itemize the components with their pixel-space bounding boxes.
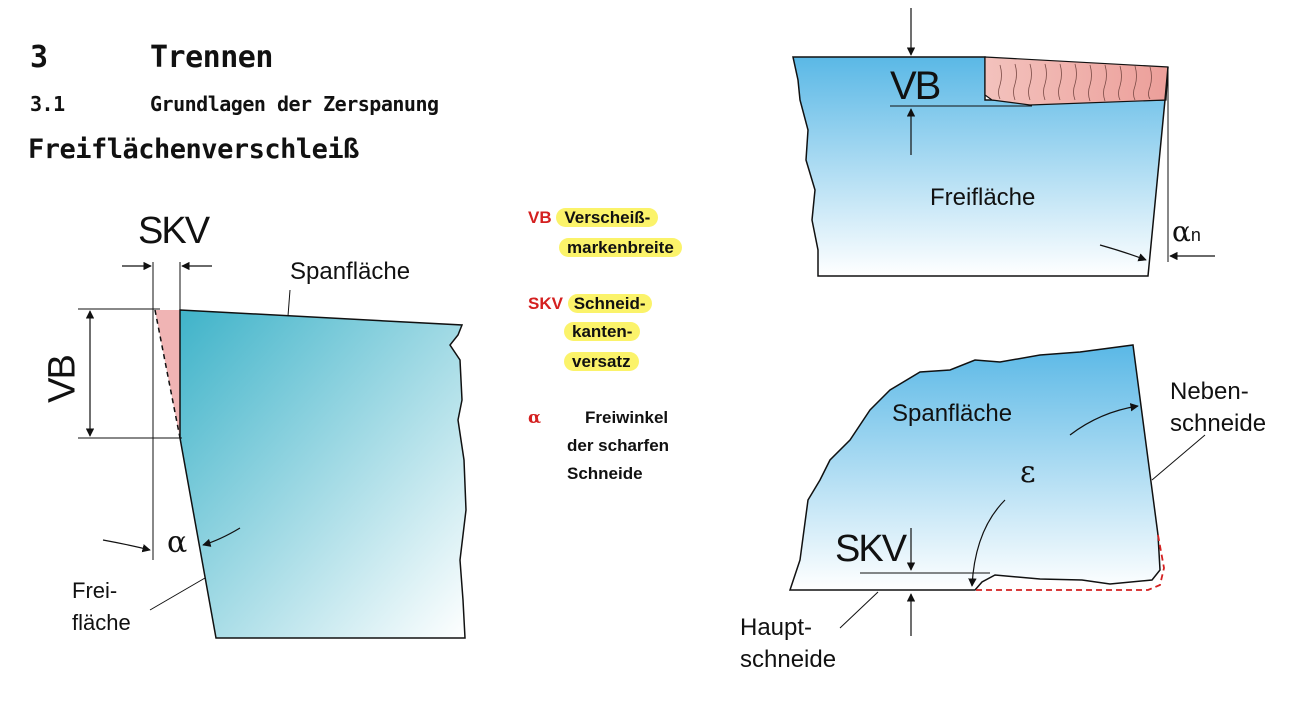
- left-freiflaeche-line2: fläche: [72, 610, 131, 635]
- bottom-right-tool-body: [788, 344, 1161, 591]
- left-worn-flank-line: [154, 309, 181, 439]
- topic-title: Freiflächenverschleiß: [28, 134, 359, 165]
- legend-vb-line1: Verscheiß-: [556, 208, 659, 227]
- legend-vb-key: VB: [528, 208, 552, 227]
- bottom-right-spanflaeche-label: Spanfläche: [892, 400, 1013, 427]
- hauptschneide-line1: Haupt-: [740, 614, 813, 641]
- section-title: Grundlagen der Zerspanung: [150, 92, 439, 116]
- legend-skv-entry: SKV Schneid-: [528, 294, 652, 314]
- left-vb-label: VB: [41, 356, 84, 403]
- bottom-right-original-edge: [975, 534, 1165, 591]
- top-right-vb-label: VB: [890, 64, 941, 108]
- hauptschneide-line2: schneide: [740, 646, 837, 673]
- left-freiflaeche-line1: Frei-: [72, 578, 118, 603]
- legend-skv-line3-wrap: versatz: [564, 352, 639, 372]
- bottom-right-skv-label: SKV: [835, 528, 907, 570]
- top-right-alpha-symbol: α: [1172, 215, 1191, 248]
- nebenschneide-line2: schneide: [1170, 410, 1267, 437]
- left-tool-body: [179, 309, 467, 639]
- legend-vb-line2-wrap: markenbreite: [559, 238, 682, 258]
- legend-vb-entry: VB Verscheiß-: [528, 208, 659, 228]
- top-right-wear-band: [984, 56, 1169, 106]
- chapter-title: Trennen: [150, 40, 273, 75]
- bottom-right-epsilon-label: ε: [1020, 455, 1036, 490]
- legend-skv-key: SKV: [528, 294, 563, 313]
- legend-alpha-entry: α: [528, 408, 541, 428]
- nebenschneide-line1: Neben-: [1170, 378, 1249, 405]
- legend-skv-line2: kanten-: [564, 322, 641, 341]
- legend-alpha-line2: der scharfen: [567, 436, 670, 455]
- top-right-tool-diagram: [792, 8, 1216, 277]
- top-right-alpha-n-label: αn: [1172, 215, 1201, 248]
- legend-skv-line3: versatz: [564, 352, 639, 371]
- legend-skv-line1: Schneid-: [567, 294, 652, 313]
- left-alpha-label: α: [167, 525, 188, 560]
- legend-vb-line2: markenbreite: [559, 238, 682, 257]
- legend-alpha-key: α: [528, 408, 542, 428]
- legend-alpha-line1: Freiwinkel: [585, 408, 669, 427]
- left-spanflaeche-label: Spanfläche: [290, 258, 411, 285]
- legend-skv-line2-wrap: kanten-: [564, 322, 641, 342]
- section-number: 3.1: [30, 92, 65, 116]
- legend-alpha-line3: Schneide: [567, 464, 643, 483]
- bottom-right-tool-diagram: [788, 344, 1206, 636]
- top-right-freiflaeche-label: Freifläche: [930, 184, 1036, 211]
- left-tool-diagram: [78, 261, 467, 639]
- left-skv-label: SKV: [138, 210, 210, 252]
- top-right-alpha-subscript: n: [1190, 225, 1201, 245]
- chapter-number: 3: [30, 40, 48, 75]
